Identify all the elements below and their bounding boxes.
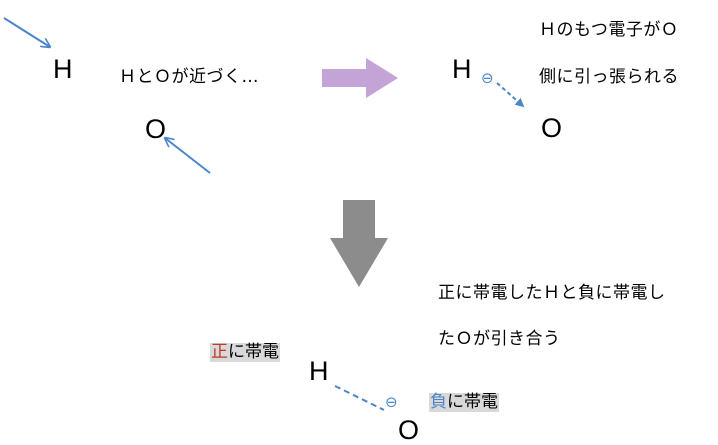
approach-arrow-h — [3, 17, 50, 47]
negative-charge-text: に帯電 — [447, 392, 498, 412]
atom-o-panel3: O — [398, 415, 420, 445]
positive-charge-char: 正 — [211, 342, 228, 362]
caption-pull-line1: Ｈのもつ電子がＯ — [539, 20, 679, 40]
caption-attract-line1: 正に帯電したＨと負に帯電し — [438, 283, 666, 303]
negative-charge-char: 負 — [430, 392, 447, 412]
transition-arrow-down — [330, 200, 388, 287]
electron-icon-panel3: ⊖ — [385, 393, 398, 411]
negative-charge-label: 負に帯電 — [429, 393, 499, 412]
atom-o-panel2: O — [541, 113, 563, 143]
caption-approach: ＨとＯが近づく… — [119, 67, 259, 87]
transition-arrow-right — [322, 58, 398, 98]
approach-arrow-o — [165, 138, 211, 174]
positive-charge-text: に帯電 — [228, 342, 279, 362]
atom-h-panel1: H — [53, 54, 73, 84]
atom-h-panel2: H — [452, 54, 472, 84]
atom-h-panel3: H — [309, 356, 329, 386]
electron-icon-panel2: ⊖ — [481, 69, 494, 87]
atom-o-panel1: O — [145, 114, 167, 144]
caption-attract-line2: たＯが引き合う — [438, 329, 561, 349]
electron-pull-arrow — [496, 82, 525, 108]
attraction-line — [334, 385, 385, 411]
caption-pull-line2: 側に引っ張られる — [539, 67, 679, 87]
positive-charge-label: 正に帯電 — [210, 343, 280, 362]
